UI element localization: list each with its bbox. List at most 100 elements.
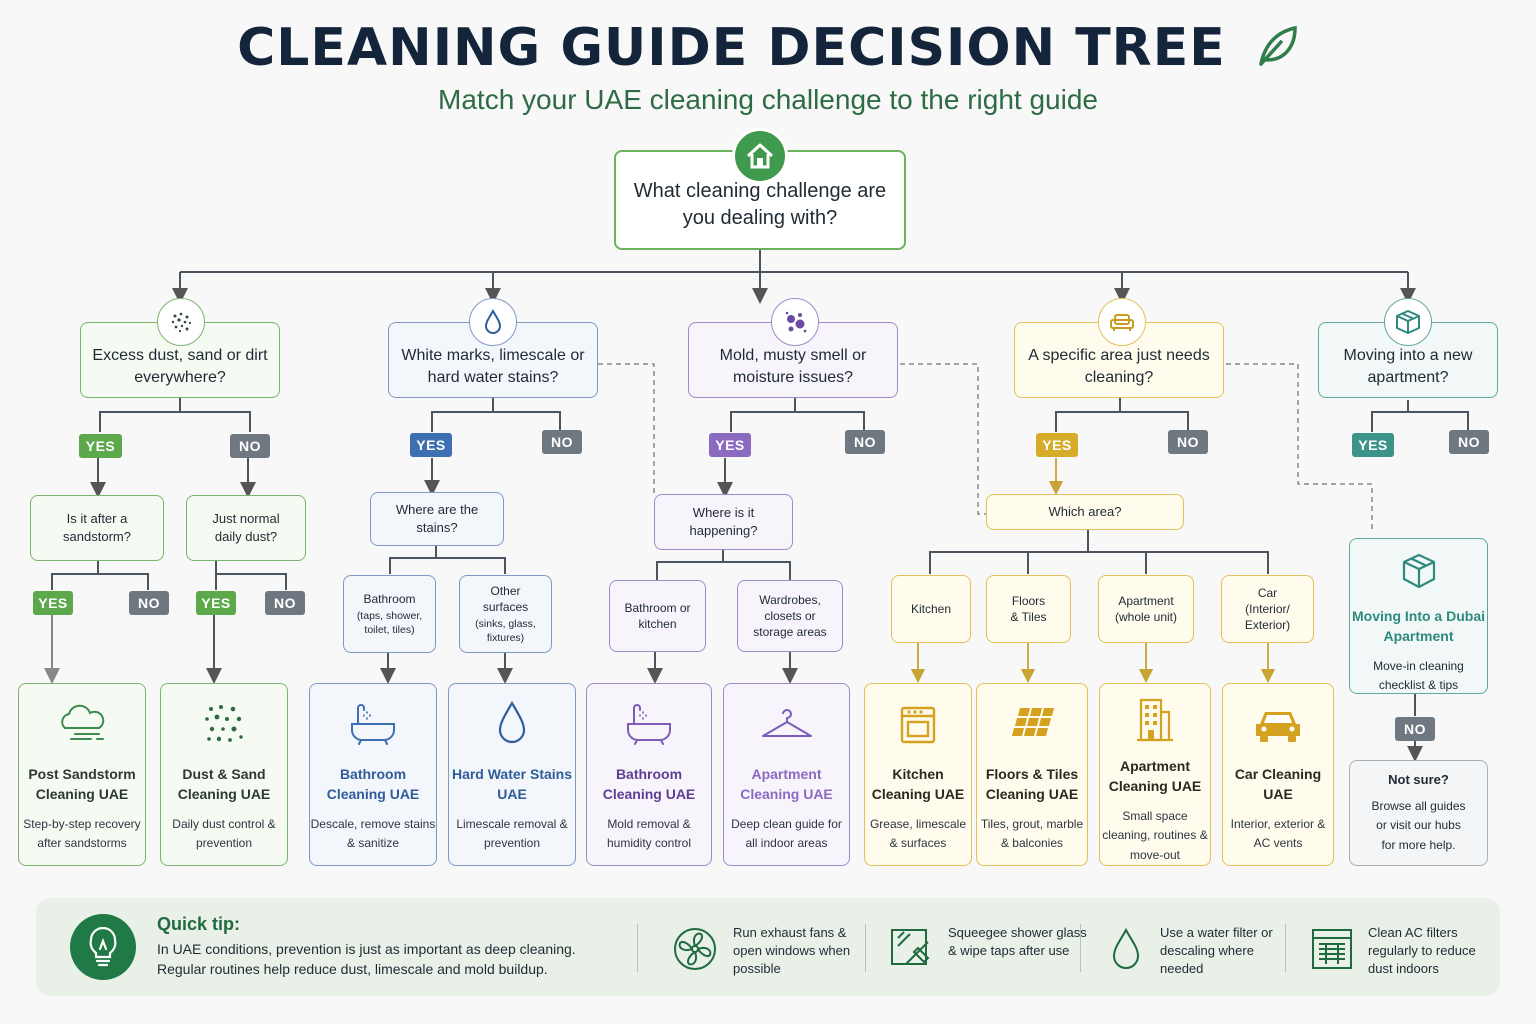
guide-card-hard-water[interactable]: Hard Water Stains UAE Limescale removal … [448, 683, 576, 866]
option-floors[interactable]: Floors & Tiles [986, 575, 1071, 643]
option-car-text: Car (Interior/ Exterior) [1244, 585, 1291, 633]
no-tag: NO [1168, 430, 1208, 454]
guide-desc: Daily dust control & prevention [172, 816, 276, 851]
hanger-icon [759, 696, 815, 752]
question-which-area[interactable]: Which area? [986, 494, 1184, 530]
option-bathroom-title: Bathroom [363, 591, 416, 606]
page-title: CLEANING GUIDE DECISION TREE [0, 18, 1536, 81]
category-dust-text: Excess dust, sand or dirt everywhere? [92, 347, 268, 386]
option-car[interactable]: Car (Interior/ Exterior) [1221, 575, 1314, 643]
no-tag: NO [230, 434, 270, 458]
lightbulb-icon [70, 914, 136, 980]
option-other-surfaces-title: Other surfaces [482, 583, 529, 614]
question-sandstorm-text: Is it after a sandstorm? [63, 511, 131, 544]
yes-tag: YES [196, 591, 236, 615]
option-floors-text: Floors & Tiles [1010, 593, 1047, 624]
car-icon [1252, 696, 1304, 752]
guide-title: Car Cleaning UAE [1234, 766, 1322, 803]
question-which-area-text: Which area? [1048, 504, 1122, 520]
guide-card-car[interactable]: Car Cleaning UAE Interior, exterior & AC… [1222, 683, 1334, 866]
option-wardrobes[interactable]: Wardrobes, closets or storage areas [737, 580, 843, 652]
page-subtitle: Match your UAE cleaning challenge to the… [438, 84, 1098, 115]
guide-card-moving[interactable]: Moving Into a Dubai Apartment Move-in cl… [1349, 538, 1488, 694]
tip-item-squeegee: Squeegee shower glass & wipe taps after … [948, 925, 1087, 959]
no-tag: NO [845, 430, 885, 454]
water-drop-icon [492, 696, 532, 752]
guide-desc: Tiles, grout, marble & balconies [980, 816, 1084, 851]
guide-desc: Step-by-step recovery after sandstorms [23, 816, 141, 851]
not-sure-title: Not sure? [1388, 772, 1449, 787]
house-icon [732, 128, 788, 184]
dust-icon [157, 298, 205, 346]
category-limescale-text: White marks, limescale or hard water sta… [401, 347, 585, 386]
guide-card-floors[interactable]: Floors & Tiles Cleaning UAE Tiles, grout… [976, 683, 1088, 866]
category-specific-area-text: A specific area just needs cleaning? [1028, 347, 1210, 386]
tip-item-filter: Use a water filter or descaling where ne… [1160, 925, 1273, 977]
tip-divider [1080, 924, 1081, 972]
guide-card-kitchen[interactable]: Kitchen Cleaning UAE Grease, limescale &… [864, 683, 972, 866]
guide-card-apartment[interactable]: Apartment Cleaning UAE Small space clean… [1099, 683, 1211, 866]
no-tag: NO [542, 430, 582, 454]
guide-card-bathroom[interactable]: Bathroom Cleaning UAE Descale, remove st… [309, 683, 437, 866]
quick-tip-text: In UAE conditions, prevention is just as… [157, 941, 576, 978]
question-sandstorm[interactable]: Is it after a sandstorm? [30, 495, 164, 561]
building-icon [1135, 696, 1175, 744]
guide-desc: Descale, remove stains & sanitize [310, 816, 436, 851]
yes-tag: YES [709, 433, 751, 457]
dust-particles-icon [199, 696, 249, 752]
option-bathroom-kitchen-text: Bathroom or kitchen [624, 600, 691, 631]
guide-title: Bathroom Cleaning UAE [602, 766, 696, 803]
guide-title: Apartment Cleaning UAE [1108, 758, 1202, 795]
question-daily-dust[interactable]: Just normal daily dust? [186, 495, 306, 561]
oven-icon [898, 696, 938, 752]
category-moving[interactable]: Moving into a new apartment? [1318, 322, 1498, 398]
option-apartment[interactable]: Apartment (whole unit) [1098, 575, 1194, 643]
guide-desc: Limescale removal & prevention [456, 816, 568, 851]
question-stains-where[interactable]: Where are the stains? [370, 492, 504, 546]
option-other-surfaces[interactable]: Other surfaces (sinks, glass, fixtures) [459, 575, 552, 653]
moving-title: Moving Into a Dubai Apartment [1352, 608, 1485, 645]
sofa-icon [1098, 298, 1146, 346]
guide-card-dust-sand[interactable]: Dust & Sand Cleaning UAE Daily dust cont… [160, 683, 288, 866]
guide-desc: Small space cleaning, routines & move-ou… [1102, 808, 1208, 863]
option-kitchen-text: Kitchen [910, 601, 952, 616]
cloud-wind-icon [55, 696, 109, 752]
guide-title: Apartment Cleaning UAE [740, 766, 833, 803]
yes-tag: YES [79, 434, 122, 458]
fan-icon [670, 924, 720, 974]
guide-card-bathroom-mold[interactable]: Bathroom Cleaning UAE Mold removal & hum… [586, 683, 712, 866]
box-icon [1399, 551, 1439, 596]
bathtub-icon [348, 696, 398, 752]
category-moving-text: Moving into a new apartment? [1343, 347, 1473, 386]
squeegee-icon [886, 924, 936, 974]
tip-item-ac: Clean AC filters regularly to reduce dus… [1368, 925, 1476, 977]
tip-divider [637, 924, 638, 972]
option-bathroom-kitchen[interactable]: Bathroom or kitchen [609, 580, 706, 652]
no-tag: NO [265, 591, 305, 615]
drop-icon [1101, 924, 1151, 974]
category-mold-text: Mold, musty smell or moisture issues? [719, 347, 867, 386]
option-apartment-text: Apartment (whole unit) [1114, 593, 1178, 624]
guide-title: Dust & Sand Cleaning UAE [177, 766, 271, 803]
option-wardrobes-text: Wardrobes, closets or storage areas [753, 592, 827, 640]
tip-item-fans: Run exhaust fans & open windows when pos… [733, 925, 851, 977]
option-bathroom[interactable]: Bathroom (taps, shower, toilet, tiles) [343, 575, 436, 653]
guide-title: Kitchen Cleaning UAE [871, 766, 965, 803]
ac-filter-icon [1307, 924, 1357, 974]
quick-tip-panel [36, 898, 1500, 996]
guide-card-post-sandstorm[interactable]: Post Sandstorm Cleaning UAE Step-by-step… [18, 683, 146, 866]
guide-title: Post Sandstorm Cleaning UAE [28, 766, 136, 803]
category-specific-area[interactable]: A specific area just needs cleaning? [1014, 322, 1224, 398]
quick-tip-title: Quick tip: [157, 914, 241, 934]
option-bathroom-note: (taps, shower, toilet, tiles) [356, 609, 423, 637]
option-kitchen[interactable]: Kitchen [891, 575, 971, 643]
question-mold-where[interactable]: Where is it happening? [654, 494, 793, 550]
tiles-icon [1008, 696, 1056, 752]
mold-icon [771, 298, 819, 346]
question-daily-dust-text: Just normal daily dust? [212, 511, 280, 544]
guide-card-apartment-mold[interactable]: Apartment Cleaning UAE Deep clean guide … [723, 683, 850, 866]
tip-divider [865, 924, 866, 972]
tip-divider [1285, 924, 1286, 972]
no-tag: NO [129, 591, 169, 615]
not-sure-card[interactable]: Not sure? Browse all guides or visit our… [1349, 760, 1488, 866]
